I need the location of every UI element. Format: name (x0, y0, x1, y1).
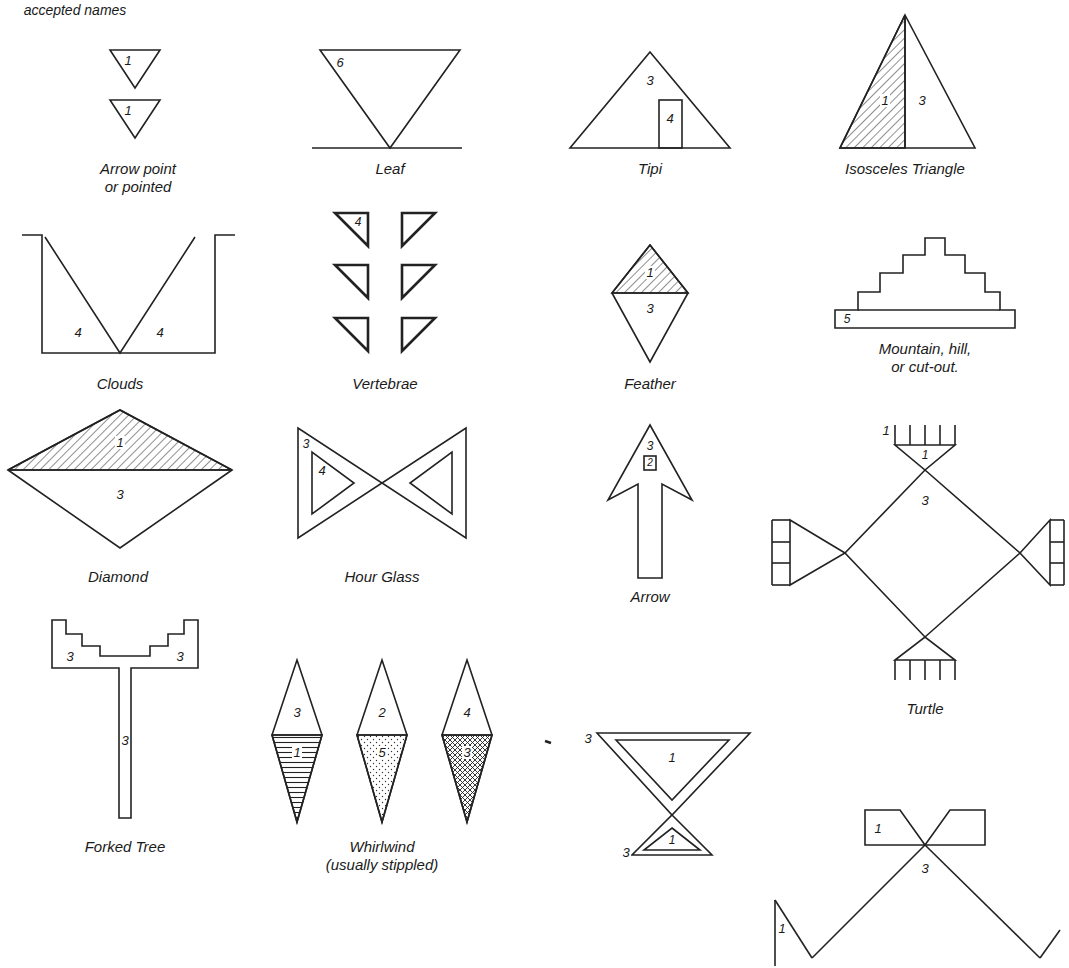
color-number: 1 (881, 424, 890, 437)
color-number: 4 (73, 326, 82, 339)
motif-name: Vertebrae (352, 375, 417, 393)
color-number: 1 (123, 54, 132, 67)
color-number: 5 (377, 746, 386, 759)
color-number: 1 (115, 436, 124, 449)
color-number: 3 (621, 846, 630, 859)
color-number: 3 (292, 706, 301, 719)
color-number: 3 (115, 488, 124, 501)
motif-name: Diamond (88, 568, 148, 586)
color-number: 1 (123, 104, 132, 117)
color-number: 4 (665, 112, 674, 125)
motif-name: Hour Glass (344, 568, 419, 586)
color-number: 3 (645, 302, 654, 315)
motif-name: Mountain, hill, or cut-out. (874, 340, 976, 376)
color-number: 3 (120, 734, 129, 747)
motif-name: Forked Tree (85, 838, 166, 856)
motif-name: Clouds (97, 375, 144, 393)
color-number: 4 (317, 464, 326, 477)
color-number: 3 (462, 746, 471, 759)
color-number: 3 (302, 438, 311, 450)
color-number: 3 (583, 732, 592, 745)
color-number: 5 (843, 313, 852, 325)
color-number: 6 (335, 56, 344, 69)
motif-name: Arrow point or pointed (99, 160, 177, 196)
color-number: 1 (880, 94, 889, 107)
motif-name: Isosceles Triangle (845, 160, 965, 178)
color-number: 3 (645, 74, 654, 87)
color-number: 1 (645, 266, 654, 279)
color-number: 1 (668, 834, 677, 846)
color-number: 3 (175, 650, 184, 663)
color-number: 4 (155, 326, 164, 339)
color-number: 3 (65, 650, 74, 663)
color-number: 3 (646, 440, 655, 452)
motif-name: Leaf (375, 160, 404, 178)
motif-name: Tipi (638, 160, 662, 178)
color-number: 4 (354, 216, 363, 228)
color-number: 1 (777, 922, 786, 935)
color-number: 3 (920, 494, 929, 507)
motif-name: Whirlwind (usually stippled) (325, 838, 440, 874)
color-number: 1 (292, 746, 301, 759)
color-number: 3 (920, 862, 929, 875)
motif-name: Turtle (906, 700, 943, 718)
motif-name: Arrow (630, 588, 669, 606)
page-heading: accepted names (24, 2, 127, 19)
color-number: 4 (462, 706, 471, 719)
color-number: 2 (377, 706, 386, 719)
color-number: 1 (873, 822, 882, 835)
motif-name: Feather (624, 375, 676, 393)
color-number: 1 (667, 751, 676, 764)
color-number: 1 (921, 449, 930, 461)
color-number: 2 (646, 458, 654, 468)
color-number: 3 (917, 94, 926, 107)
